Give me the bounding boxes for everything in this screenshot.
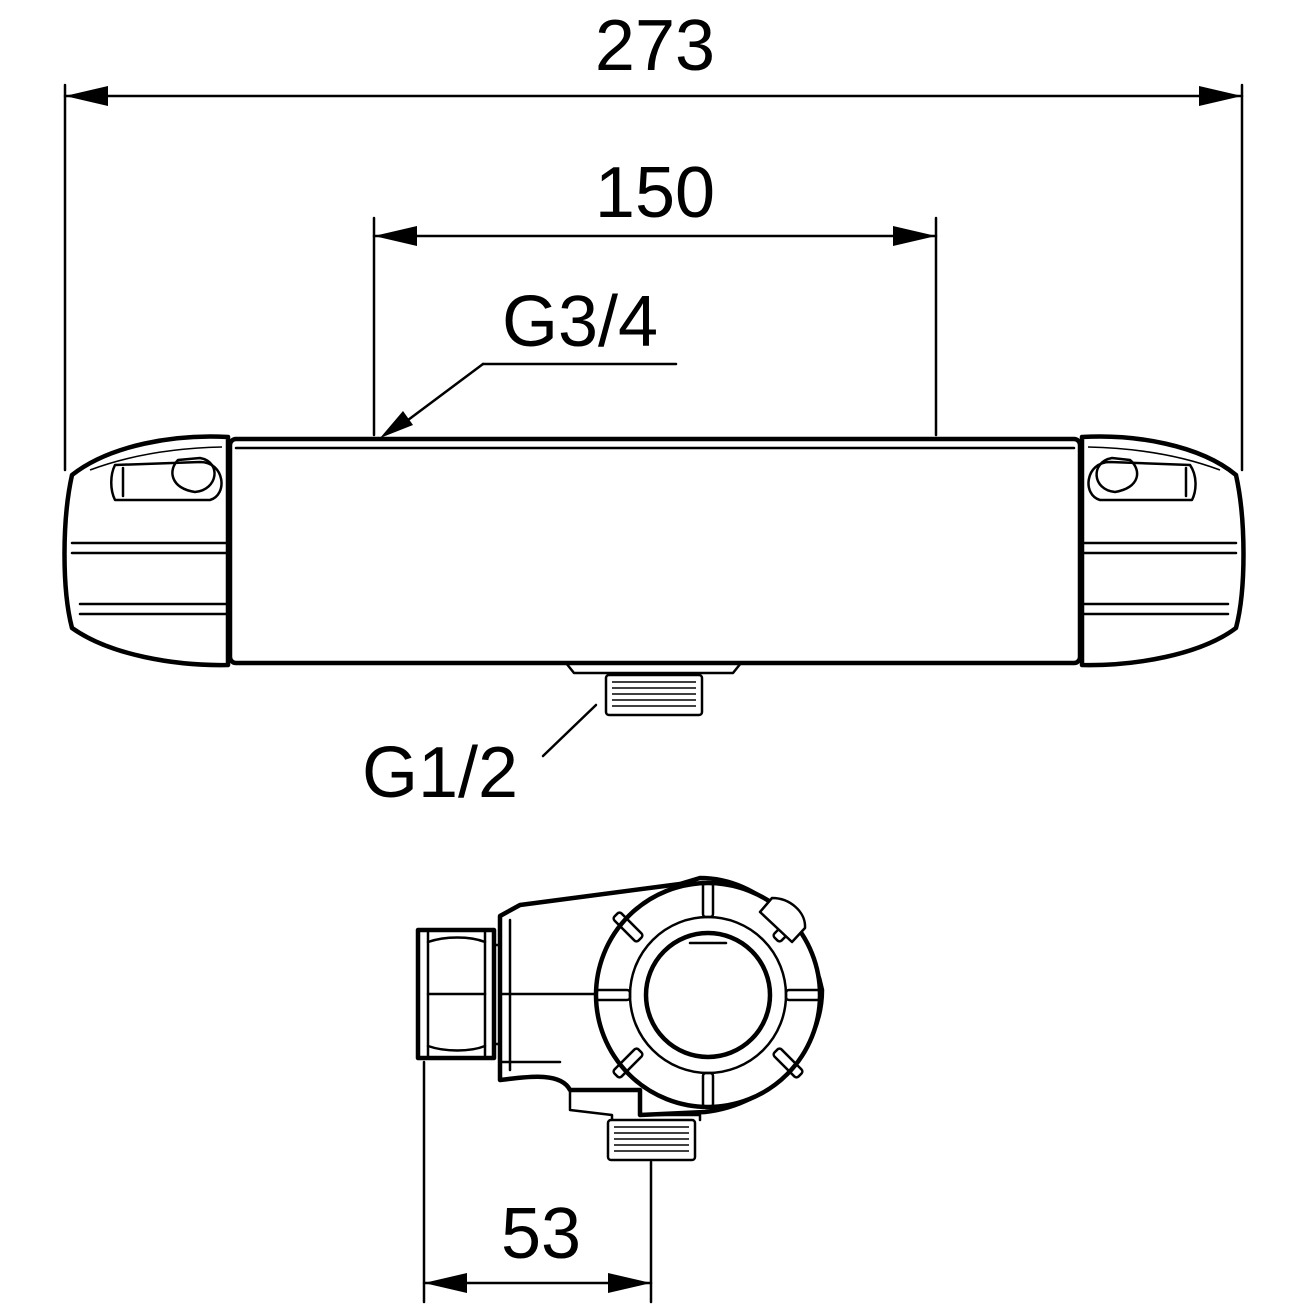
arrow-left bbox=[374, 226, 417, 246]
right-handle-grip bbox=[1087, 460, 1197, 502]
thread-callout-outlet: G1/2 bbox=[362, 703, 598, 813]
mixer-front-view bbox=[62, 434, 1246, 717]
outlet-thread-lines bbox=[612, 681, 696, 707]
dimension-273: 273 bbox=[63, 6, 1244, 472]
arrow-right bbox=[608, 1273, 651, 1293]
left-end-cap bbox=[62, 434, 231, 668]
outlet-nipple bbox=[604, 673, 704, 717]
knob-tab bbox=[758, 896, 807, 944]
dimension-label-273: 273 bbox=[595, 6, 715, 86]
mixer-side-view bbox=[415, 875, 825, 1162]
thread-label-g34: G3/4 bbox=[502, 282, 658, 362]
arrow-right bbox=[893, 226, 936, 246]
dimension-150: 150 bbox=[372, 153, 938, 437]
dimension-label-53: 53 bbox=[501, 1194, 581, 1274]
side-outlet-thread-lines bbox=[614, 1126, 689, 1152]
dimension-53: 53 bbox=[422, 1060, 653, 1304]
arrow-left bbox=[424, 1273, 467, 1293]
right-end-cap bbox=[1079, 434, 1246, 668]
main-body bbox=[227, 436, 1083, 666]
arrow-left bbox=[65, 86, 108, 106]
knob-inner-ring bbox=[643, 930, 773, 1060]
thread-callout-inlet: G3/4 bbox=[380, 282, 678, 438]
side-outlet-nipple bbox=[606, 1118, 697, 1162]
arrow-right bbox=[1199, 86, 1242, 106]
outlet-boss bbox=[564, 661, 743, 675]
thread-label-g12: G1/2 bbox=[362, 733, 518, 813]
dimension-label-150: 150 bbox=[595, 153, 715, 233]
